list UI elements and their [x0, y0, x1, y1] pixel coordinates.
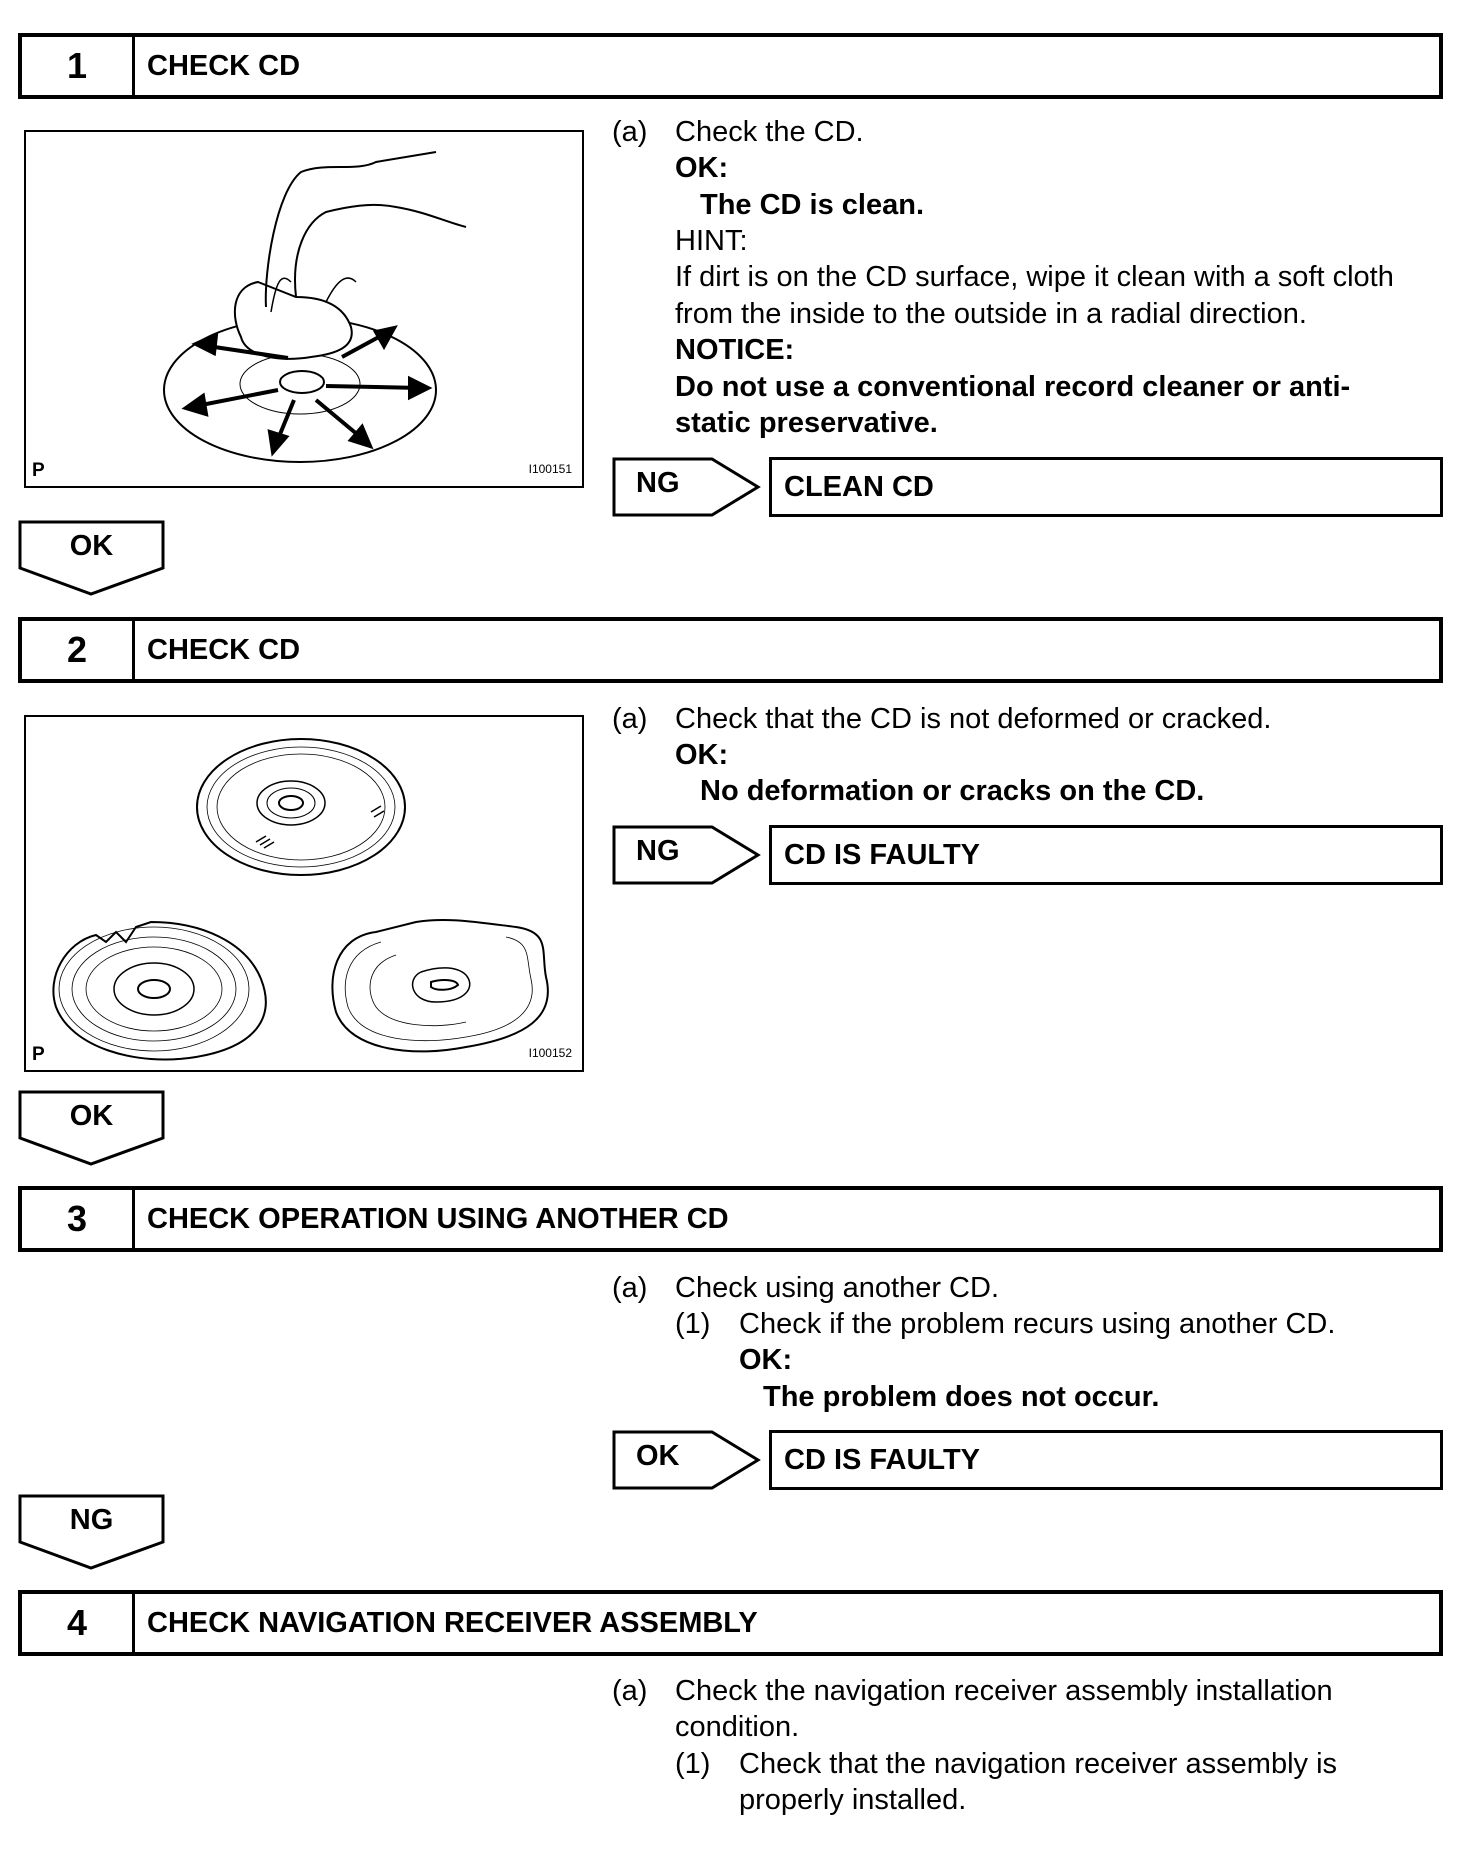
ng-label: NG	[636, 835, 680, 868]
step3-sub-label: (1)	[675, 1306, 710, 1342]
figure-id: I100151	[529, 462, 572, 476]
step-number: 4	[22, 1594, 135, 1652]
figure-id: I100152	[529, 1046, 572, 1060]
step1-notice-line1: Do not use a conventional record cleaner…	[675, 369, 1350, 405]
step2-a-text: Check that the CD is not deformed or cra…	[675, 701, 1271, 737]
step1-hint-line1: If dirt is on the CD surface, wipe it cl…	[675, 259, 1394, 295]
step-2-header: 2 CHECK CD	[18, 617, 1443, 683]
ng-label: NG	[636, 467, 680, 500]
step-number: 1	[22, 37, 135, 95]
step-1-header: 1 CHECK CD	[18, 33, 1443, 99]
step3-sub-text: Check if the problem recurs using anothe…	[739, 1306, 1335, 1342]
step4-sub-line1: Check that the navigation receiver assem…	[739, 1746, 1337, 1782]
step4-a-label: (a)	[612, 1673, 647, 1709]
step4-sub-line2: properly installed.	[739, 1782, 966, 1818]
step3-flow-arrow: NG	[18, 1494, 165, 1570]
step4-sub-label: (1)	[675, 1746, 710, 1782]
step3-ok-branch: OK CD IS FAULTY	[612, 1428, 1443, 1492]
step2-flow-arrow: OK	[18, 1090, 165, 1166]
step3-a-text: Check using another CD.	[675, 1270, 999, 1306]
step2-ok-text: No deformation or cracks on the CD.	[700, 773, 1204, 809]
step1-ng-branch: NG CLEAN CD	[612, 455, 1443, 519]
step-title: CHECK CD	[135, 621, 300, 679]
ok-result-box: CD IS FAULTY	[769, 1430, 1443, 1490]
ng-result-box: CLEAN CD	[769, 457, 1443, 517]
step-title: CHECK CD	[135, 37, 300, 95]
step-title: CHECK NAVIGATION RECEIVER ASSEMBLY	[135, 1594, 758, 1652]
step1-ok-text: The CD is clean.	[700, 187, 924, 223]
step4-a-line2: condition.	[675, 1709, 799, 1745]
step-4-header: 4 CHECK NAVIGATION RECEIVER ASSEMBLY	[18, 1590, 1443, 1656]
step1-flow-arrow: OK	[18, 520, 165, 596]
damaged-cd-illustration: P I100152	[24, 715, 584, 1072]
ok-label: OK	[636, 1440, 680, 1473]
step3-ok-label: OK:	[739, 1342, 792, 1378]
step1-hint-line2: from the inside to the outside in a radi…	[675, 296, 1307, 332]
ng-result-box: CD IS FAULTY	[769, 825, 1443, 885]
step3-a-label: (a)	[612, 1270, 647, 1306]
step2-a-label: (a)	[612, 701, 647, 737]
step1-notice-label: NOTICE:	[675, 332, 794, 368]
step-title: CHECK OPERATION USING ANOTHER CD	[135, 1190, 729, 1248]
step-3-header: 3 CHECK OPERATION USING ANOTHER CD	[18, 1186, 1443, 1252]
step2-ng-branch: NG CD IS FAULTY	[612, 823, 1443, 887]
figure-p-mark: P	[32, 1044, 45, 1066]
figure-p-mark: P	[32, 460, 45, 482]
step1-a-label: (a)	[612, 114, 647, 150]
step-number: 3	[22, 1190, 135, 1248]
step1-a-text: Check the CD.	[675, 114, 864, 150]
step-number: 2	[22, 621, 135, 679]
step1-ok-label: OK:	[675, 150, 728, 186]
step1-notice-line2: static preservative.	[675, 405, 938, 441]
step4-a-line1: Check the navigation receiver assembly i…	[675, 1673, 1333, 1709]
flow-label: OK	[18, 1100, 165, 1133]
cd-wipe-illustration: P I100151	[24, 130, 584, 488]
step1-hint-label: HINT:	[675, 223, 748, 259]
flow-label: OK	[18, 530, 165, 563]
step2-ok-label: OK:	[675, 737, 728, 773]
step3-ok-text: The problem does not occur.	[763, 1379, 1159, 1415]
flow-label: NG	[18, 1504, 165, 1537]
